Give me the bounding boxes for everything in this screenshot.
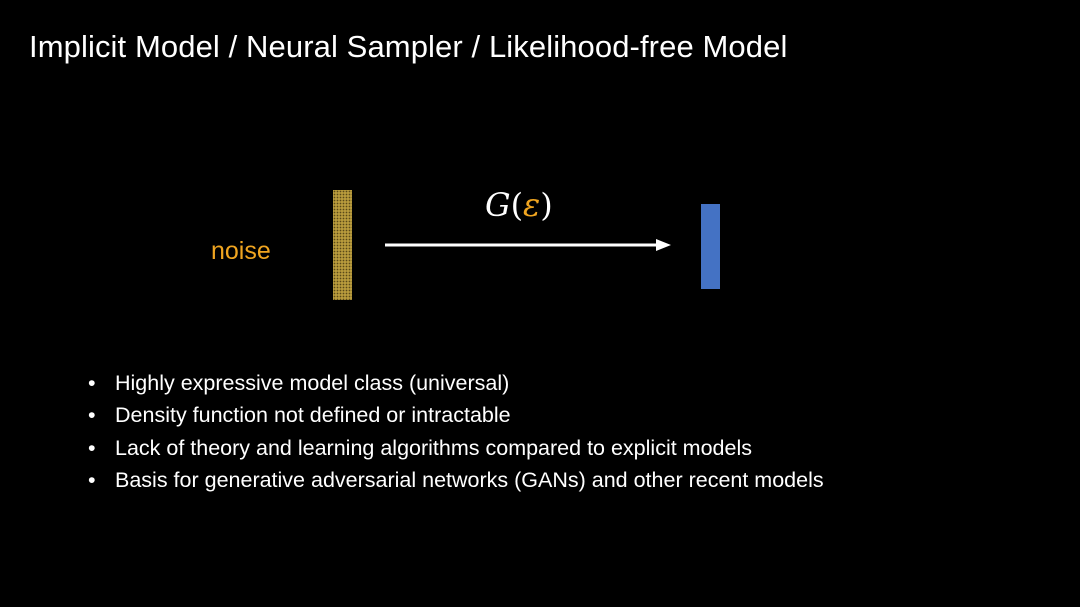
generator-formula: G(ε) xyxy=(485,184,553,226)
epsilon-symbol: ε xyxy=(523,186,541,224)
slide-title: Implicit Model / Neural Sampler / Likeli… xyxy=(29,29,788,64)
formula-open-paren: ( xyxy=(510,186,524,224)
bullet-item: Highly expressive model class (universal… xyxy=(88,367,824,400)
arrow-head xyxy=(656,239,671,251)
bullet-item: Lack of theory and learning algorithms c… xyxy=(88,432,824,465)
generator-symbol: G xyxy=(485,186,511,224)
bullet-list: Highly expressive model class (universal… xyxy=(88,367,824,496)
noise-label: noise xyxy=(211,237,271,265)
formula-close-paren: ) xyxy=(540,186,553,224)
noise-vector-bar xyxy=(333,190,352,300)
bullet-item: Density function not defined or intracta… xyxy=(88,399,824,432)
output-sample-bar xyxy=(701,204,720,289)
mapping-arrow xyxy=(385,239,671,251)
bullet-item: Basis for generative adversarial network… xyxy=(88,464,824,497)
